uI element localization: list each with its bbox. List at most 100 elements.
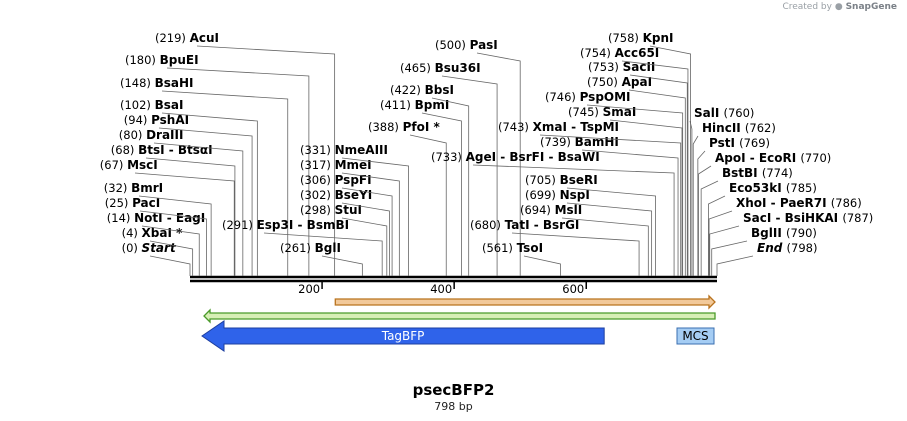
restriction-site-label: (331) NmeAIII xyxy=(300,143,388,157)
site-name: StuI xyxy=(335,203,362,217)
site-connector xyxy=(609,119,683,276)
site-position: (14) xyxy=(107,211,134,225)
site-connector xyxy=(629,74,688,276)
site-name: AgeI - BsrFI - BsaWI xyxy=(466,150,600,164)
site-position: (0) xyxy=(122,241,142,255)
site-name: Eco53kI xyxy=(729,181,786,195)
restriction-site-label: (699) NspI xyxy=(525,188,590,202)
site-name: XhoI - PaeR7I xyxy=(736,196,831,210)
site-position: (67) xyxy=(100,158,127,172)
site-name: Esp3I - BsmBI xyxy=(257,218,349,232)
snapgene-credit: Created by ● SnapGene xyxy=(782,2,897,12)
site-position: (561) xyxy=(482,241,517,255)
site-position: (102) xyxy=(120,98,155,112)
site-connector xyxy=(539,134,682,276)
credit-prefix: Created by xyxy=(782,2,832,12)
site-position: (465) xyxy=(400,61,435,75)
site-name: BpuEI xyxy=(160,53,199,67)
restriction-site-label: (388) PfoI * xyxy=(368,120,440,134)
site-position: (298) xyxy=(300,203,335,217)
site-position: (753) xyxy=(588,60,623,74)
restriction-site-label: (422) BbsI xyxy=(390,83,454,97)
site-name: BsaHI xyxy=(155,76,194,90)
plasmid-name: psecBFP2 xyxy=(412,381,495,399)
site-name: BseRI xyxy=(560,173,598,187)
site-position: (219) xyxy=(155,31,190,45)
restriction-site-label: PstI (769) xyxy=(709,136,770,150)
site-name: SacII xyxy=(623,60,656,74)
site-connector xyxy=(476,52,521,276)
restriction-site-label: (306) PspFI xyxy=(300,173,372,187)
restriction-site-label: (80) DraIII xyxy=(119,128,184,142)
restriction-site-label: (750) ApaI xyxy=(587,75,652,89)
restriction-site-label: (753) SacII xyxy=(588,60,655,74)
site-connector xyxy=(263,232,383,276)
site-connector xyxy=(523,255,561,276)
site-position: (743) xyxy=(498,120,533,134)
site-name: MslI xyxy=(555,203,583,217)
site-position: (758) xyxy=(608,31,643,45)
site-name: BglII xyxy=(751,226,786,240)
restriction-site-label: BglII (790) xyxy=(751,226,817,240)
site-connector xyxy=(708,210,733,276)
site-position: (750) xyxy=(587,75,622,89)
restriction-site-label: (411) BpmI xyxy=(380,98,449,112)
site-position: (32) xyxy=(104,181,131,195)
site-connector xyxy=(472,164,675,276)
site-name: SacI - BsiHKAI xyxy=(743,211,842,225)
site-connector xyxy=(409,134,447,276)
restriction-site-label: (14) NotI - EagI xyxy=(107,211,205,225)
site-name: PasI xyxy=(470,38,498,52)
site-position: (80) xyxy=(119,128,146,142)
site-connector xyxy=(566,202,653,276)
site-connector xyxy=(561,217,649,276)
site-position: (760) xyxy=(724,106,755,120)
site-connector xyxy=(711,240,748,276)
site-connector xyxy=(700,180,719,276)
site-connector xyxy=(689,120,693,276)
site-name: PspFI xyxy=(335,173,372,187)
site-position: (762) xyxy=(745,121,776,135)
site-position: (745) xyxy=(568,105,603,119)
site-name: KpnI xyxy=(643,31,674,45)
site-name: NotI - EagI xyxy=(134,211,205,225)
restriction-site-label: (302) BseYI xyxy=(300,188,372,202)
site-position: (680) xyxy=(470,218,505,232)
restriction-site-label: (32) BmrI xyxy=(104,181,163,195)
site-position: (331) xyxy=(300,143,335,157)
site-connector xyxy=(709,225,740,276)
site-connector xyxy=(138,195,212,276)
restriction-site-label: (102) BsaI xyxy=(120,98,183,112)
site-name: AcuI xyxy=(190,31,219,45)
site-connector xyxy=(441,75,498,276)
site-connector xyxy=(716,255,754,276)
site-connector xyxy=(341,187,393,276)
site-position: (148) xyxy=(120,76,155,90)
site-connector xyxy=(628,89,686,276)
site-position: (291) xyxy=(222,218,257,232)
site-position: (500) xyxy=(435,38,470,52)
site-name: PspOMI xyxy=(580,90,631,104)
restriction-site-label: (148) BsaHI xyxy=(120,76,194,90)
site-position: (317) xyxy=(300,158,335,172)
site-position: (785) xyxy=(786,181,817,195)
site-name: BglI xyxy=(315,241,341,255)
restriction-site-label: (465) Bsu36I xyxy=(400,61,481,75)
site-position: (694) xyxy=(520,203,555,217)
site-position: (754) xyxy=(580,46,615,60)
site-name: ApoI - EcoRI xyxy=(715,151,800,165)
site-connector xyxy=(708,195,726,276)
site-position: (180) xyxy=(125,53,160,67)
site-name: XbaI * xyxy=(142,226,184,240)
feature-label: MCS xyxy=(682,329,708,343)
site-position: (68) xyxy=(111,143,138,157)
restriction-site-label: Eco53kI (785) xyxy=(729,181,817,195)
site-connector xyxy=(141,225,200,276)
restriction-site-label: (25) PacI xyxy=(105,196,160,210)
site-connector xyxy=(692,135,699,276)
restriction-site-label: (754) Acc65I xyxy=(580,46,659,60)
credit-brand: SnapGene xyxy=(845,2,897,12)
restriction-site-label: (758) KpnI xyxy=(608,31,674,45)
restriction-site-label: (67) MscI xyxy=(100,158,158,172)
restriction-site-label: (180) BpuEI xyxy=(125,53,199,67)
